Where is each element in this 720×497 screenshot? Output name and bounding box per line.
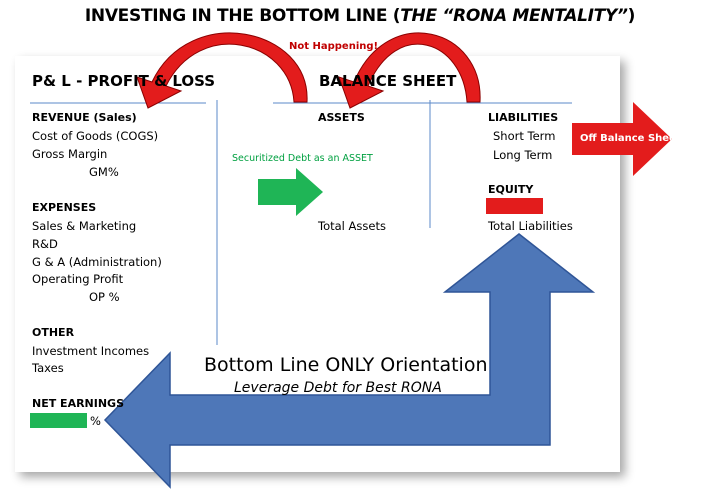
equity-header: EQUITY: [488, 183, 534, 196]
blue-orientation-arrow: [103, 233, 596, 489]
off-balance-arrow: [572, 102, 672, 176]
total-liabilities-label: Total Liabilities: [488, 219, 573, 233]
green-arrow: [258, 168, 323, 216]
short-term-label: Short Term: [493, 129, 556, 143]
liabilities-header: LIABILITIES: [488, 111, 559, 124]
pl-heading: P& L - PROFIT & LOSS: [32, 72, 216, 90]
operating-profit-label: Operating Profit: [32, 272, 124, 286]
curved-arrow-right: [338, 32, 481, 109]
ga-label: G & A (Administration): [32, 255, 162, 269]
gm-pct-label: GM%: [89, 165, 119, 179]
net-earnings-bar: [30, 413, 87, 428]
equity-bar: [486, 198, 543, 214]
bs-heading: BALANCE SHEET: [319, 72, 457, 90]
other-header: OTHER: [32, 326, 75, 339]
bottom-line-title: Bottom Line ONLY Orientation: [204, 354, 488, 376]
sales-marketing-label: Sales & Marketing: [32, 219, 137, 233]
rd-label: R&D: [32, 237, 58, 251]
investment-incomes-label: Investment Incomes: [32, 344, 150, 358]
bottom-line-subtitle: Leverage Debt for Best RONA: [234, 380, 442, 396]
not-happening-note: Not Happening!: [289, 41, 379, 52]
assets-header: ASSETS: [318, 111, 365, 124]
cogs-label: Cost of Goods (COGS): [32, 129, 159, 143]
off-balance-label: Off Balance Sheet: [580, 133, 681, 144]
curved-arrow-left: [136, 32, 308, 109]
expenses-header: EXPENSES: [32, 201, 97, 214]
taxes-label: Taxes: [32, 361, 64, 375]
long-term-label: Long Term: [493, 148, 553, 162]
page-title: INVESTING IN THE BOTTOM LINE (THE “RONA …: [84, 6, 636, 26]
revenue-header: REVENUE (Sales): [32, 111, 137, 124]
net-earnings-pct: %: [90, 414, 101, 428]
gross-margin-label: Gross Margin: [32, 147, 108, 161]
net-earnings-header: NET EARNINGS: [32, 397, 125, 410]
securitized-note: Securitized Debt as an ASSET: [232, 153, 373, 164]
op-pct-label: OP %: [89, 290, 120, 304]
total-assets-label: Total Assets: [318, 219, 386, 233]
